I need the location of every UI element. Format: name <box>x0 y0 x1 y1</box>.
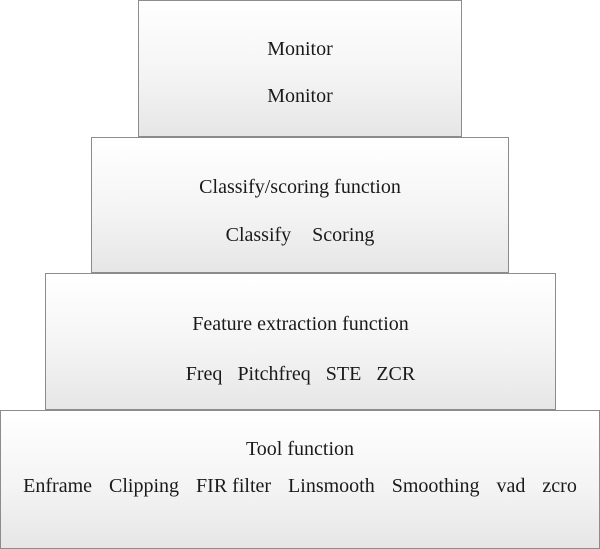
item-freq: Freq <box>185 363 223 385</box>
tier-items: Classify Scoring <box>92 222 508 248</box>
tier-tool: Tool function Enframe Clipping FIR filte… <box>0 410 600 549</box>
tier-classify-scoring: Classify/scoring function Classify Scori… <box>91 137 509 273</box>
item-scoring: Scoring <box>312 224 375 246</box>
tier-title: Monitor <box>267 38 333 60</box>
tier-feature-extraction: Feature extraction function Freq Pitchfr… <box>45 273 556 410</box>
tier-title: Classify/scoring function <box>199 176 401 198</box>
tier-monitor: Monitor Monitor <box>138 0 462 137</box>
item-smoothing: Smoothing <box>391 475 480 497</box>
item-zcr: ZCR <box>376 363 416 385</box>
tier-items: Enframe Clipping FIR filter Linsmooth Sm… <box>1 471 599 501</box>
item-ste: STE <box>325 363 362 385</box>
tier-items: Monitor <box>139 83 461 109</box>
item-fir-filter: FIR filter <box>196 475 272 497</box>
tier-title: Feature extraction function <box>192 313 409 335</box>
tier-items: Freq Pitchfreq STE ZCR <box>46 361 555 387</box>
item-clipping: Clipping <box>109 475 180 497</box>
tier-title: Tool function <box>245 438 355 460</box>
item-monitor: Monitor <box>267 85 333 107</box>
item-zcro: zcro <box>542 475 577 497</box>
item-vad: vad <box>496 475 526 497</box>
item-enframe: Enframe <box>23 475 93 497</box>
item-pitchfreq: Pitchfreq <box>237 363 311 385</box>
item-classify: Classify <box>225 224 292 246</box>
item-linsmooth: Linsmooth <box>288 475 375 497</box>
